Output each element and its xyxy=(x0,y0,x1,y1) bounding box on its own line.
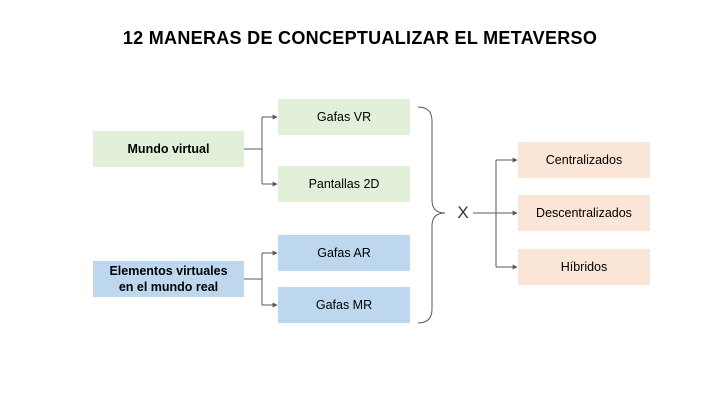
node-mundo-virtual: Mundo virtual xyxy=(93,131,244,167)
node-pantallas-2d: Pantallas 2D xyxy=(278,166,410,202)
multiply-operator: X xyxy=(457,203,469,222)
node-label-line: Elementos virtuales xyxy=(109,264,228,278)
node-hibridos: Híbridos xyxy=(518,249,650,285)
curly-brace xyxy=(417,106,446,324)
node-gafas-vr: Gafas VR xyxy=(278,99,410,135)
node-label-line: en el mundo real xyxy=(118,280,219,294)
node-descentralizados: Descentralizados xyxy=(518,195,650,231)
diagram-title: 12 MANERAS DE CONCEPTUALIZAR EL METAVERS… xyxy=(122,28,598,48)
node-centralizados: Centralizados xyxy=(518,142,650,178)
node-elementos-virtuales: Elementos virtuales en el mundo real xyxy=(93,261,244,297)
node-gafas-ar: Gafas AR xyxy=(278,235,410,271)
node-gafas-mr: Gafas MR xyxy=(278,287,410,323)
